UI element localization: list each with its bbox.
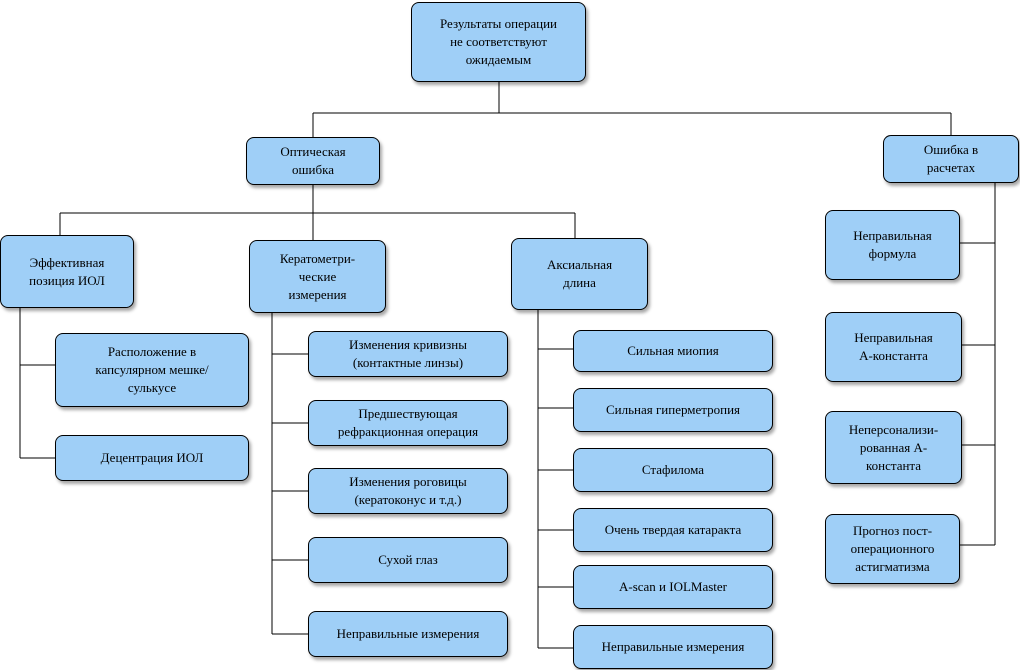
keratometry-item: Изменения кривизны (контактные линзы): [308, 331, 508, 377]
axial-item: Стафилома: [573, 448, 773, 492]
calc-error-node: Ошибка в расчетах: [883, 135, 1019, 183]
optical-error-node: Оптическая ошибка: [246, 137, 380, 185]
calc-error-label: Ошибка в расчетах: [923, 142, 979, 175]
axial-item-label: Стафилома: [641, 462, 705, 477]
axial-item-label: A-scan и IOLMaster: [618, 579, 728, 594]
calc-item-label: Неперсонализи- рованная А- константа: [848, 421, 939, 473]
axial-item: A-scan и IOLMaster: [573, 565, 773, 609]
calc-item-label: Прогноз пост- операционного астигматизма: [850, 523, 935, 574]
axial-item-label: Неправильные измерения: [601, 639, 745, 654]
axial-item-label: Очень твердая катаракта: [604, 522, 742, 537]
keratometry-item-label: Предшествующая рефракционная операция: [337, 406, 479, 439]
root-label: Результаты операции не соответствуют ожи…: [439, 16, 557, 67]
keratometry-item: Сухой глаз: [308, 537, 508, 583]
effective-item-label: Расположение в капсулярном мешке/ сульку…: [95, 344, 209, 395]
axial-item-label: Сильная миопия: [627, 343, 719, 358]
axial-item: Сильная миопия: [573, 330, 773, 372]
axial-item: Неправильные измерения: [573, 625, 773, 669]
calc-item: Неправильная A-константа: [825, 312, 962, 382]
calc-item-label: Неправильная A-константа: [854, 330, 933, 363]
axial-item: Сильная гиперметропия: [573, 388, 773, 432]
effective-position-label: Эффективная позиция ИОЛ: [29, 254, 105, 288]
calc-item-label: Неправильная формула: [853, 228, 932, 261]
effective-item: Децентрация ИОЛ: [55, 435, 249, 481]
calc-item: Прогноз пост- операционного астигматизма: [825, 514, 960, 584]
keratometry-item-label: Изменения роговицы (кератоконус и т.д.): [349, 474, 467, 507]
keratometry-item: Изменения роговицы (кератоконус и т.д.): [308, 468, 508, 514]
effective-position-node: Эффективная позиция ИОЛ: [0, 235, 134, 308]
keratometry-item-label: Сухой глаз: [378, 552, 438, 567]
root-node: Результаты операции не соответствуют ожи…: [411, 2, 586, 82]
keratometry-node: Кератометри- ческие измерения: [249, 240, 386, 313]
keratometry-item: Неправильные измерения: [308, 611, 508, 657]
effective-item-label: Децентрация ИОЛ: [100, 450, 204, 465]
axial-length-node: Аксиальная длина: [511, 238, 648, 310]
axial-length-label: Аксиальная длина: [546, 257, 613, 290]
calc-item: Неправильная формула: [825, 210, 960, 280]
keratometry-item-label: Изменения кривизны (контактные линзы): [349, 337, 467, 370]
axial-item: Очень твердая катаракта: [573, 508, 773, 552]
keratometry-item: Предшествующая рефракционная операция: [308, 400, 508, 446]
keratometry-label: Кератометри- ческие измерения: [279, 250, 356, 302]
axial-item-label: Сильная гиперметропия: [605, 402, 741, 417]
calc-item: Неперсонализи- рованная А- константа: [825, 411, 962, 484]
optical-error-label: Оптическая ошибка: [280, 144, 346, 177]
keratometry-item-label: Неправильные измерения: [336, 626, 480, 641]
effective-item: Расположение в капсулярном мешке/ сульку…: [55, 333, 249, 407]
